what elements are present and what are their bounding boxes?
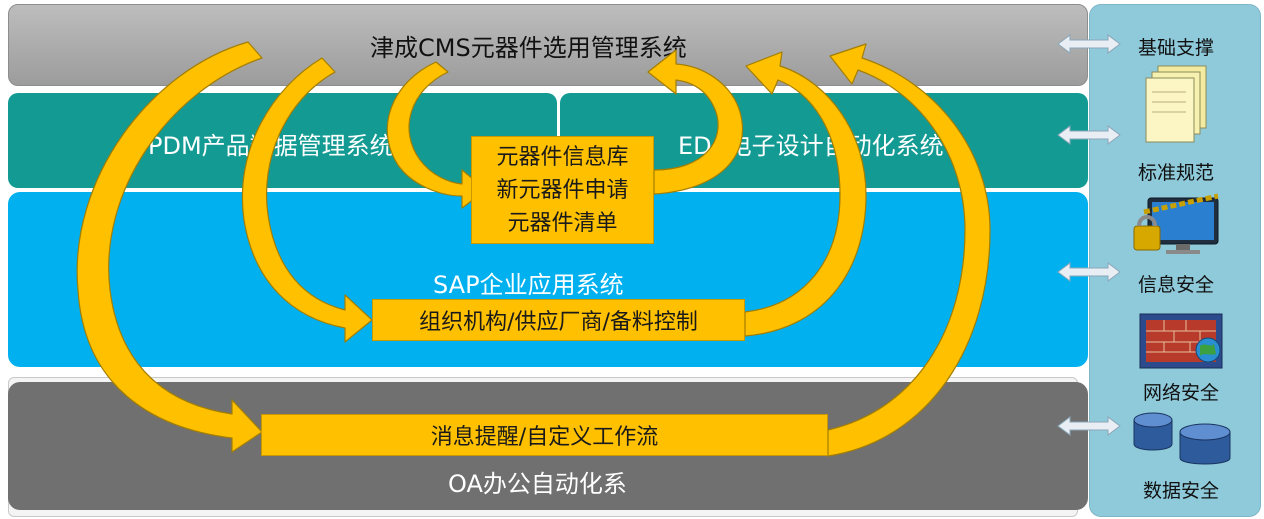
org-box-label: 组织机构/供应厂商/备料控制 — [419, 310, 698, 335]
message-box-label: 消息提醒/自定义工作流 — [430, 425, 659, 450]
side-label-standards: 标准规范 — [1138, 162, 1215, 184]
component-box-line-1: 元器件信息库 — [496, 144, 629, 170]
side-label-info-security: 信息安全 — [1138, 274, 1215, 296]
oa-layer-title: OA办公自动化系 — [448, 470, 627, 498]
side-label-basic-support: 基础支撑 — [1138, 37, 1215, 59]
arrow-oa-to-cms — [827, 43, 991, 457]
arrow-cms-to-oa — [76, 41, 263, 453]
double-arrow-3 — [1057, 262, 1121, 282]
cms-layer-title: 津成CMS元器件选用管理系统 — [370, 34, 687, 62]
arrow-pdm-to-sap — [241, 57, 373, 343]
arrow-component-to-cms — [647, 49, 744, 195]
component-box-line-2: 新元器件申请 — [496, 177, 629, 203]
component-box-line-3: 元器件清单 — [507, 210, 618, 236]
side-label-data-security: 数据安全 — [1143, 480, 1220, 502]
side-label-network-security: 网络安全 — [1143, 382, 1220, 404]
component-info-box: 元器件信息库 新元器件申请 元器件清单 — [471, 136, 654, 244]
message-workflow-box: 消息提醒/自定义工作流 — [261, 414, 828, 456]
sap-layer-title: SAP企业应用系统 — [433, 271, 624, 299]
double-arrow-1 — [1057, 34, 1121, 54]
double-arrow-2 — [1057, 125, 1121, 145]
org-control-box: 组织机构/供应厂商/备料控制 — [372, 299, 745, 341]
arrow-sap-to-cms — [744, 51, 867, 337]
arrow-to-component-box — [386, 61, 487, 209]
double-arrow-4 — [1057, 416, 1121, 436]
